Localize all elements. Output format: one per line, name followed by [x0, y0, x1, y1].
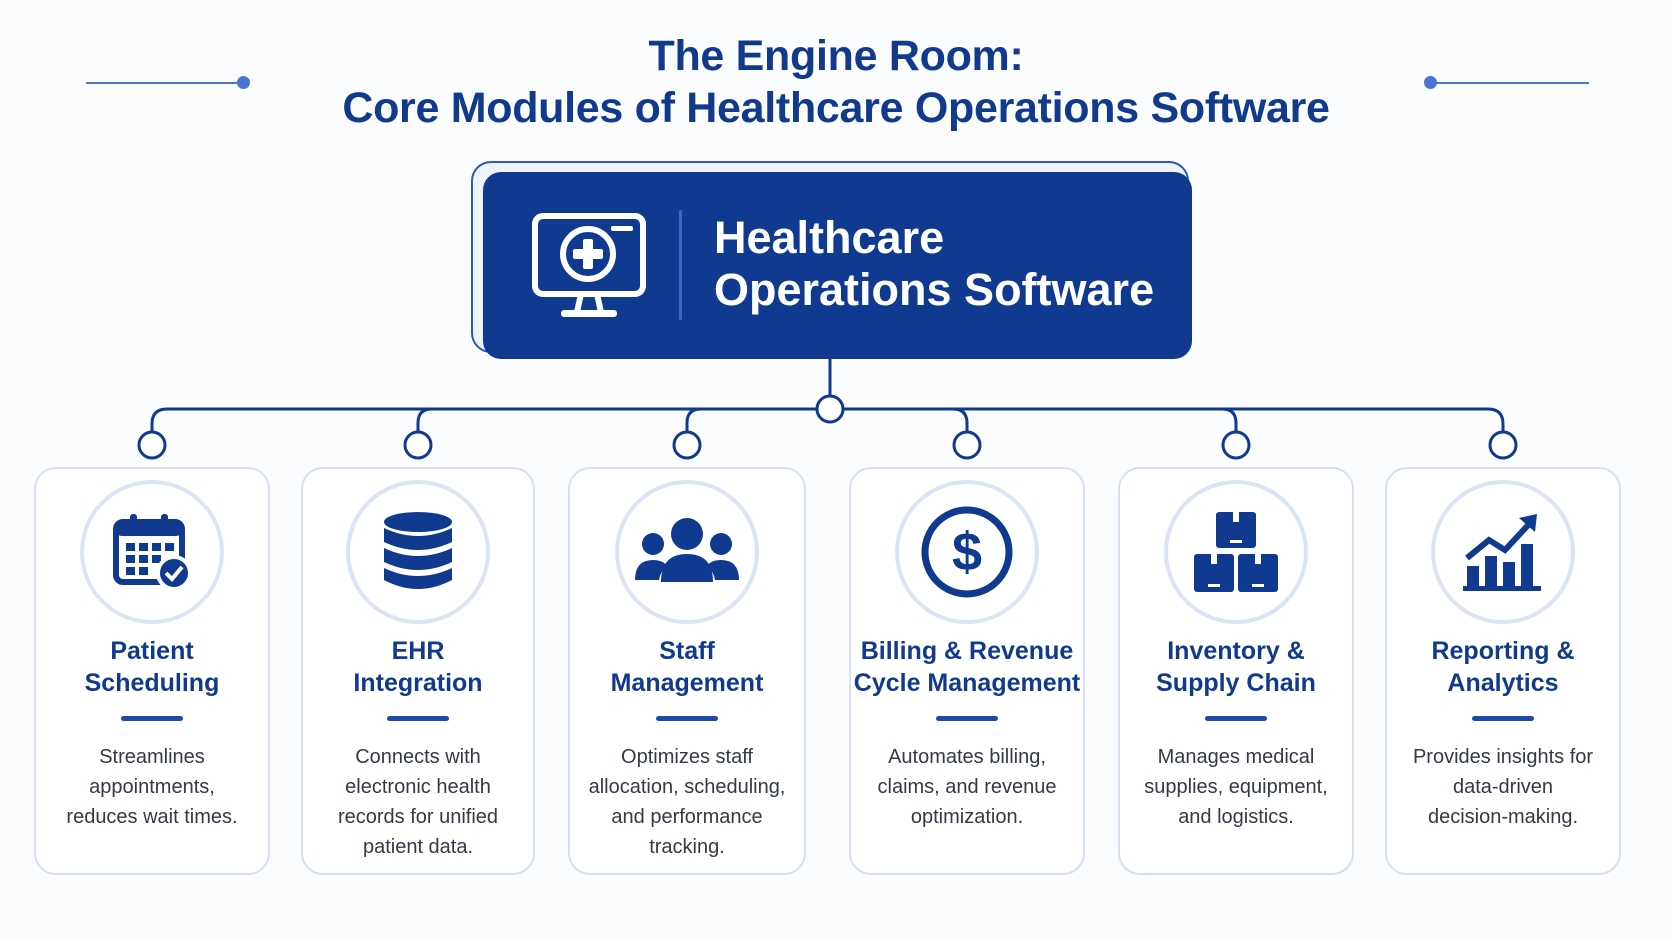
module-title-line1: Reporting & [1431, 637, 1575, 665]
module-description: Streamlines appointments, reduces wait t… [42, 742, 262, 832]
module-icon-ring [346, 480, 490, 624]
title-decoration-left-dot [237, 76, 250, 89]
module-card-ehr-integration: EHR Integration Connects with electronic… [301, 467, 535, 875]
module-title-line1: Patient [110, 637, 194, 665]
title-decoration-right-line [1430, 82, 1589, 84]
module-card-staff-management: Staff Management Optimizes staff allocat… [568, 467, 806, 875]
boxes-stack-icon [1194, 512, 1278, 592]
module-description-line: electronic health [345, 776, 491, 798]
module-title: Billing & Revenue Cycle Management [851, 635, 1083, 699]
module-title-line2: Cycle Management [853, 669, 1081, 697]
bar-chart-growth-icon [1463, 514, 1541, 591]
connector-branch-2 [416, 407, 433, 431]
module-description: Provides insights for data-driven decisi… [1393, 742, 1613, 832]
module-description-line: tracking. [649, 836, 725, 858]
module-description-line: reduces wait times. [66, 806, 238, 828]
hub-divider [679, 210, 682, 320]
module-title-line1: Billing & Revenue [860, 637, 1074, 665]
module-card-billing-revenue: $ Billing & Revenue Cycle Management Aut… [849, 467, 1085, 875]
connector-branch-4 [952, 407, 969, 431]
connector-node-6 [1488, 430, 1518, 460]
module-description-line: and performance [611, 806, 763, 828]
connector-node-1 [137, 430, 167, 460]
connector-branch-3 [685, 407, 702, 431]
hub-title-line1: Healthcare [714, 212, 945, 263]
module-title: Patient Scheduling [36, 635, 268, 699]
connector-node-5 [1221, 430, 1251, 460]
module-title-line1: Inventory & [1167, 637, 1305, 665]
module-description-line: Connects with [355, 746, 481, 768]
module-title-line1: Staff [659, 637, 715, 665]
module-title-line2: Supply Chain [1156, 669, 1316, 697]
module-title: Reporting & Analytics [1387, 635, 1619, 699]
module-description-line: optimization. [910, 806, 1024, 828]
module-description-line: appointments, [89, 776, 215, 798]
title-decoration-left-line [86, 82, 244, 84]
module-title-line2: Integration [353, 669, 483, 697]
module-title-line2: Management [610, 669, 764, 697]
module-description-line: supplies, equipment, [1144, 776, 1328, 798]
calendar-check-icon [113, 514, 192, 591]
hub-title-line2: Operations Software [714, 264, 1155, 315]
module-description-line: data-driven [1452, 776, 1554, 798]
connector-branch-5 [1221, 407, 1238, 431]
module-description: Connects with electronic health records … [309, 742, 527, 862]
module-description-line: Optimizes staff [621, 746, 753, 768]
page-title-line2: Core Modules of Healthcare Operations So… [342, 84, 1330, 132]
module-description: Manages medical supplies, equipment, and… [1126, 742, 1346, 832]
module-description: Automates billing, claims, and revenue o… [857, 742, 1077, 832]
module-description-line: claims, and revenue [877, 776, 1057, 798]
database-icon [384, 512, 452, 589]
module-description-line: Provides insights for [1412, 746, 1594, 768]
module-description: Optimizes staff allocation, scheduling, … [576, 742, 798, 862]
module-description-line: and logistics. [1178, 806, 1294, 828]
module-icon-ring [1164, 480, 1308, 624]
module-icon-ring [1431, 480, 1575, 624]
dollar-coin-icon: $ [921, 506, 1013, 598]
module-title: Staff Management [570, 635, 804, 699]
connector-node-2 [403, 430, 433, 460]
module-description-line: decision-making. [1427, 806, 1579, 828]
module-title-line2: Analytics [1447, 669, 1559, 697]
module-card-inventory-supply-chain: Inventory & Supply Chain Manages medical… [1118, 467, 1354, 875]
module-title-underline [1205, 716, 1267, 721]
connector-hub-node [815, 394, 845, 424]
connector-node-4 [952, 430, 982, 460]
module-card-reporting-analytics: Reporting & Analytics Provides insights … [1385, 467, 1621, 875]
module-description-line: allocation, scheduling, [588, 776, 786, 798]
hub-title: Healthcare Operations Software [714, 212, 1154, 316]
module-icon-ring [615, 480, 759, 624]
module-title-line2: Scheduling [84, 669, 220, 697]
module-title-underline [387, 716, 449, 721]
module-title-underline [1472, 716, 1534, 721]
page-title: The Engine Room: Core Modules of Healthc… [0, 30, 1672, 134]
svg-text:$: $ [952, 522, 982, 582]
module-description-line: Manages medical [1157, 746, 1315, 768]
module-title: Inventory & Supply Chain [1120, 635, 1352, 699]
module-description-line: Automates billing, [888, 746, 1046, 768]
module-title-underline [121, 716, 183, 721]
connector-node-3 [672, 430, 702, 460]
hub-card: Healthcare Operations Software [483, 172, 1192, 359]
module-description-line: Streamlines [99, 746, 205, 768]
people-group-icon [635, 518, 739, 582]
page-title-line1: The Engine Room: [648, 32, 1024, 80]
module-title-underline [936, 716, 998, 721]
monitor-medical-cross-icon [532, 213, 646, 317]
module-card-patient-scheduling: Patient Scheduling Streamlines appointme… [34, 467, 270, 875]
module-title: EHR Integration [303, 635, 533, 699]
module-icon-ring [80, 480, 224, 624]
module-title-line1: EHR [391, 637, 445, 665]
module-description-line: records for unified [337, 806, 499, 828]
module-description-line: patient data. [362, 836, 474, 858]
module-icon-ring: $ [895, 480, 1039, 624]
module-title-underline [656, 716, 718, 721]
